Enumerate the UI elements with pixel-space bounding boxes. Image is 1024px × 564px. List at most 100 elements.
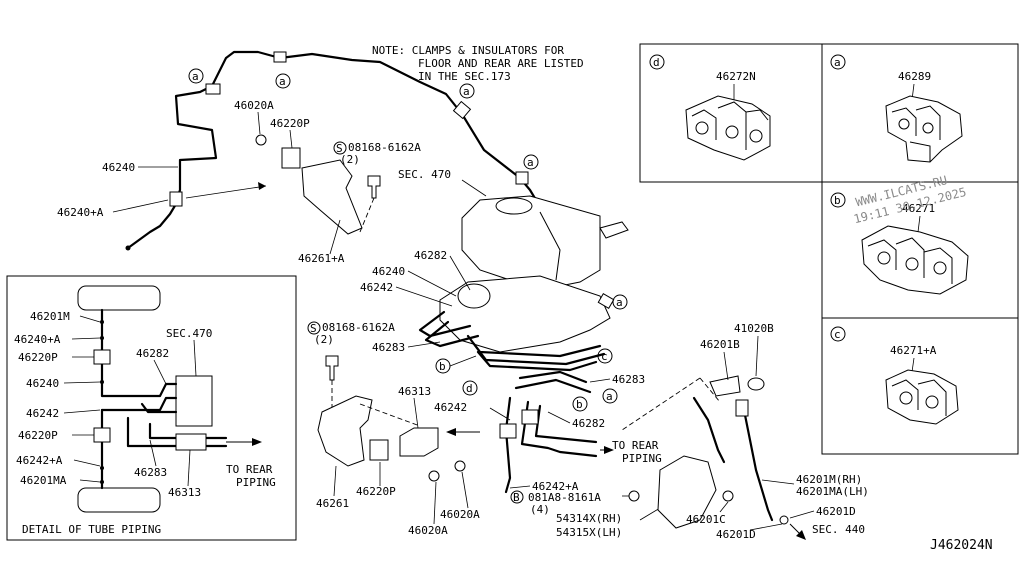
callout-a-4 [523, 154, 539, 170]
washer-46201d [779, 515, 789, 525]
callout-d-1-letter: d [466, 382, 473, 395]
clamp-46271-drawing [861, 225, 969, 295]
detail-label-sec470: SEC.470 [166, 327, 212, 340]
detail-label-46242a: 46242+A [16, 454, 63, 467]
junction-46313 [399, 427, 439, 457]
label-46201d-2: 46201D [816, 505, 856, 518]
label-081a8: 081A8-8161A [528, 491, 601, 504]
to-rear-piping-1: TO REAR [612, 439, 659, 452]
bolt-46020a-bot2 [454, 460, 466, 472]
label-46283-a: 46283 [372, 341, 405, 354]
connector-46220p-top [281, 147, 301, 169]
callout-a-5 [612, 294, 628, 310]
note-line-3: IN THE SEC.173 [418, 70, 511, 83]
label-46261: 46261 [316, 497, 349, 510]
callout-s-mid-letter: S [310, 322, 317, 335]
bolt-46020a-top [255, 134, 267, 146]
callout-c-1-letter: c [601, 350, 608, 363]
detail-label-46201ma: 46201MA [20, 474, 67, 487]
to-rear-piping-2: PIPING [622, 452, 662, 465]
detail-label-46283: 46283 [134, 466, 167, 479]
tube-46240-assembly: a a a a 46240 46240+A [57, 50, 544, 251]
label-46240: 46240 [102, 161, 135, 174]
callout-b-2-letter: b [576, 398, 583, 411]
diagram-code: J462024N [930, 538, 993, 553]
bolt-081a8 [628, 490, 640, 502]
label-46283-b: 46283 [612, 373, 645, 386]
label-08168-mid: 08168-6162A [322, 321, 395, 334]
callout-s-mid [307, 321, 321, 335]
callout-a-4-letter: a [527, 156, 534, 169]
clamp-46240a [169, 191, 183, 207]
detail-junction [175, 433, 207, 451]
detail-label-46220p: 46220P [18, 351, 58, 364]
inset-d-marker [649, 54, 665, 70]
bracket-46261-assembly: S 08168-6162A (2) 46313 46242 46261 4622… [307, 321, 511, 537]
callout-s-top [333, 141, 347, 155]
label-46201m-rh: 46201M(RH) [796, 473, 862, 486]
callout-a-2-letter: a [279, 75, 286, 88]
master-cylinder-assembly: SEC. 470 a 46282 46240 46242 46283 b c [360, 168, 645, 430]
clamp-46271a-drawing [885, 369, 959, 425]
callout-bolt-b-letter: B [513, 491, 520, 504]
rear-piping-assembly: TO REAR PIPING 46242+A B 081A8-8161A (4)… [499, 396, 662, 539]
bracket-46261a [301, 159, 363, 235]
note-block: NOTE: CLAMPS & INSULATORS FOR FLOOR AND … [372, 44, 584, 83]
callout-bolt-b [510, 490, 524, 504]
label-08168-top: 08168-6162A [348, 141, 421, 154]
label-46220p-top: 46220P [270, 117, 310, 130]
detail-front-wheel [77, 285, 161, 311]
inset-panels: d 46272N a 46289 b 46271 [639, 43, 1019, 455]
detail-label-46242: 46242 [26, 407, 59, 420]
detail-to-rear-1: TO REAR [226, 463, 273, 476]
callout-a-5-letter: a [616, 296, 623, 309]
detail-connector-1 [93, 349, 111, 365]
inset-b-marker-letter: b [834, 194, 841, 207]
clip-46201b [709, 375, 741, 397]
clip-top-2 [273, 51, 287, 63]
callout-a-3-letter: a [463, 85, 470, 98]
label-46313: 46313 [398, 385, 431, 398]
label-46201ma-lh: 46201MA(LH) [796, 485, 869, 498]
note-line-2: FLOOR AND REAR ARE LISTED [418, 57, 584, 70]
inset-panel-c [821, 317, 1019, 455]
label-46020a-top: 46020A [234, 99, 274, 112]
label-46220p-bot: 46220P [356, 485, 396, 498]
callout-b-2 [572, 396, 588, 412]
inset-d-marker-letter: d [653, 56, 660, 69]
label-54314x: 54314X(RH) [556, 512, 622, 525]
note-line-1: NOTE: CLAMPS & INSULATORS FOR [372, 44, 564, 57]
label-54315x: 54315X(LH) [556, 526, 622, 539]
callout-a-6-letter: a [606, 390, 613, 403]
callout-a-1 [188, 68, 204, 84]
label-46282-b: 46282 [572, 417, 605, 430]
connector-46220p-bot [369, 439, 389, 461]
detail-label-46282: 46282 [136, 347, 169, 360]
bolt-46201c [722, 490, 734, 502]
detail-label-46240: 46240 [26, 377, 59, 390]
detail-label-46313: 46313 [168, 486, 201, 499]
brake-reservoir [461, 195, 601, 291]
watermark: WWW.ILCATS.RU 19:11 30.12.2025 [852, 173, 968, 226]
bolt-46020a-bot1 [428, 470, 440, 482]
detail-label-46240a: 46240+A [14, 333, 61, 346]
label-46282-a: 46282 [414, 249, 447, 262]
inset-d-part: 46272N [716, 70, 756, 83]
label-46020a-bot2: 46020A [408, 524, 448, 537]
callout-s-top-letter: S [336, 142, 343, 155]
label-08168-mid-qty: (2) [314, 333, 334, 346]
callout-a-6 [602, 388, 618, 404]
inset-b-marker [830, 192, 846, 208]
label-46242-a: 46242 [360, 281, 393, 294]
detail-to-rear-2: PIPING [236, 476, 276, 489]
clamp-46272n-drawing [685, 95, 771, 161]
hose-fitting-top [735, 399, 749, 417]
label-46240-b: 46240 [372, 265, 405, 278]
label-46201c: 46201C [686, 513, 726, 526]
label-41020b: 41020B [734, 322, 774, 335]
detail-title: DETAIL OF TUBE PIPING [22, 523, 161, 536]
clip-top-4 [515, 171, 529, 185]
callout-c-1 [597, 348, 613, 364]
